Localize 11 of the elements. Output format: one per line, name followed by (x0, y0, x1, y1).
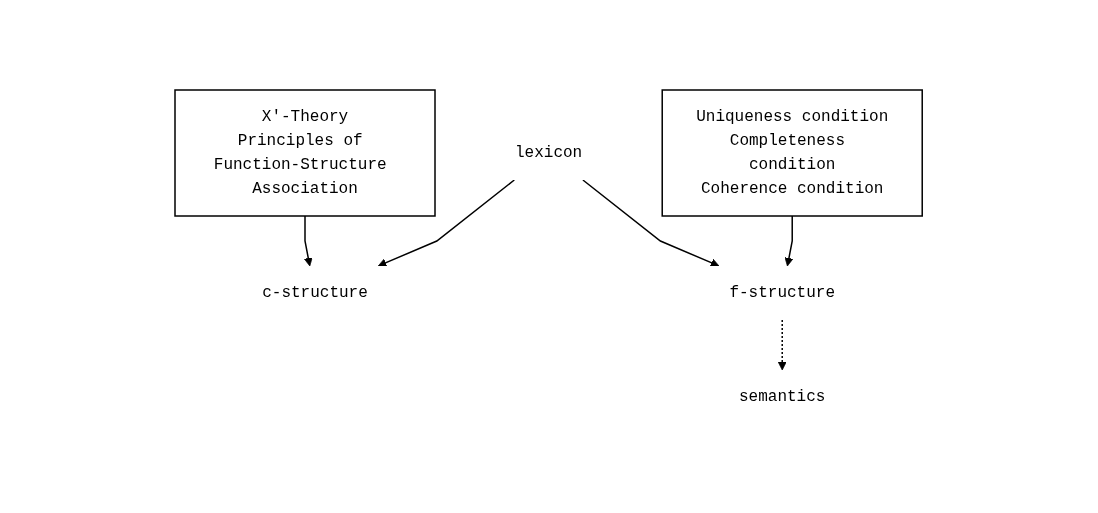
arrow (378, 178, 516, 267)
arrow (304, 214, 313, 266)
node-text: c-structure (262, 283, 369, 302)
node-box: Uniqueness condition Completeness condition Coherence condition (661, 88, 924, 217)
node-text: lexicon (515, 143, 583, 162)
node-text: f-structure (729, 283, 836, 302)
arrow (778, 318, 787, 370)
arrow (582, 178, 720, 267)
node-text: semantics (739, 387, 826, 406)
arrow (785, 214, 794, 266)
node-box: X'-Theory Principles of Function-Structure Association (174, 88, 437, 217)
